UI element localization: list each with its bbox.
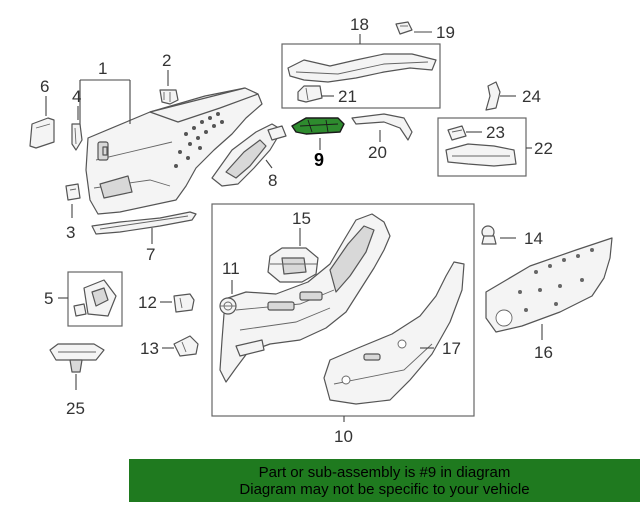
part-11-callout: 11 [222,259,240,294]
part-5-insert [67,271,123,327]
part-12-callout: 12 [138,293,172,312]
part-23-callout: 23 [466,123,505,142]
callout-11: 11 [222,259,240,278]
part-4-callout: 4 [72,87,81,120]
callout-19: 19 [436,23,455,42]
callout-12: 12 [138,293,157,312]
banner-line-1: Part or sub-assembly is #9 in diagram [258,463,511,481]
callout-17: 17 [442,339,461,358]
callout-2: 2 [162,51,171,70]
callout-1: 1 [98,59,107,78]
part-21-callout: 21 [322,87,357,106]
part-24-bracket [485,81,501,111]
callout-20: 20 [368,143,387,162]
part-2-callout: 2 [162,51,171,86]
part-10-callout: 10 [334,416,353,446]
info-banner: Part or sub-assembly is #9 in diagram Di… [129,459,640,502]
part-12-bracket [173,293,195,313]
callout-9: 9 [314,150,324,170]
part-8-callout: 8 [265,159,277,190]
callout-14: 14 [524,229,543,248]
part-13-bracket [173,335,199,357]
part-11-fastener [219,297,237,315]
part-6-callout: 6 [40,77,49,116]
part-6-trim-cover [29,117,55,149]
callout-10: 10 [334,427,353,446]
callout-22: 22 [534,139,553,158]
part-18-trim-group [281,43,441,109]
part-3-callout: 3 [66,204,75,242]
callout-24: 24 [522,87,541,106]
part-17-lower-trim [323,261,465,405]
part-7-sill-strip [91,211,197,235]
part-19-clip [395,21,413,35]
callout-18: 18 [350,15,369,34]
callout-3: 3 [66,223,75,242]
part-1-quarter-panel [85,87,263,215]
part-25-callout: 25 [66,374,85,418]
callout-21: 21 [338,87,357,106]
part-19-callout: 19 [414,23,455,42]
part-17-callout: 17 [420,339,461,358]
part-16-large-panel [485,237,613,333]
part-20-callout: 20 [368,130,387,162]
part-7-callout: 7 [146,228,155,264]
part-20-moulding [351,113,413,141]
part-2-clip [159,89,179,105]
part-5-callout: 5 [44,289,68,308]
part-4-weatherstrip [71,123,83,151]
part-14-callout: 14 [500,229,543,248]
callout-25: 25 [66,399,85,418]
callout-15: 15 [292,209,311,228]
part-25-lamp [49,343,105,373]
part-21-bracket [297,85,323,103]
part-10-inner-panel-group [211,203,475,417]
banner-background [129,459,640,502]
callout-13: 13 [140,339,159,358]
part-22-callout: 22 [526,139,553,158]
callout-6: 6 [40,77,49,96]
part-13-callout: 13 [140,339,174,358]
callout-8: 8 [268,171,277,190]
part-8-pillar-trim [211,123,287,187]
part-15-housing [267,247,319,283]
callout-16: 16 [534,343,553,362]
part-15-callout: 15 [292,209,311,246]
part-9-highlighted [291,117,345,135]
part-23-clip [447,125,467,141]
part-22-duct-group [437,117,527,177]
callout-4: 4 [72,87,81,106]
part-9-callout: 9 [314,138,324,170]
banner-line-2: Diagram may not be specific to your vehi… [239,480,530,498]
callout-7: 7 [146,245,155,264]
part-3-retainer [65,183,81,201]
callout-5: 5 [44,289,53,308]
callout-23: 23 [486,123,505,142]
part-16-callout: 16 [534,324,553,362]
part-14-push-clip [481,225,497,245]
part-18-callout: 18 [350,15,369,44]
part-24-callout: 24 [500,87,541,106]
